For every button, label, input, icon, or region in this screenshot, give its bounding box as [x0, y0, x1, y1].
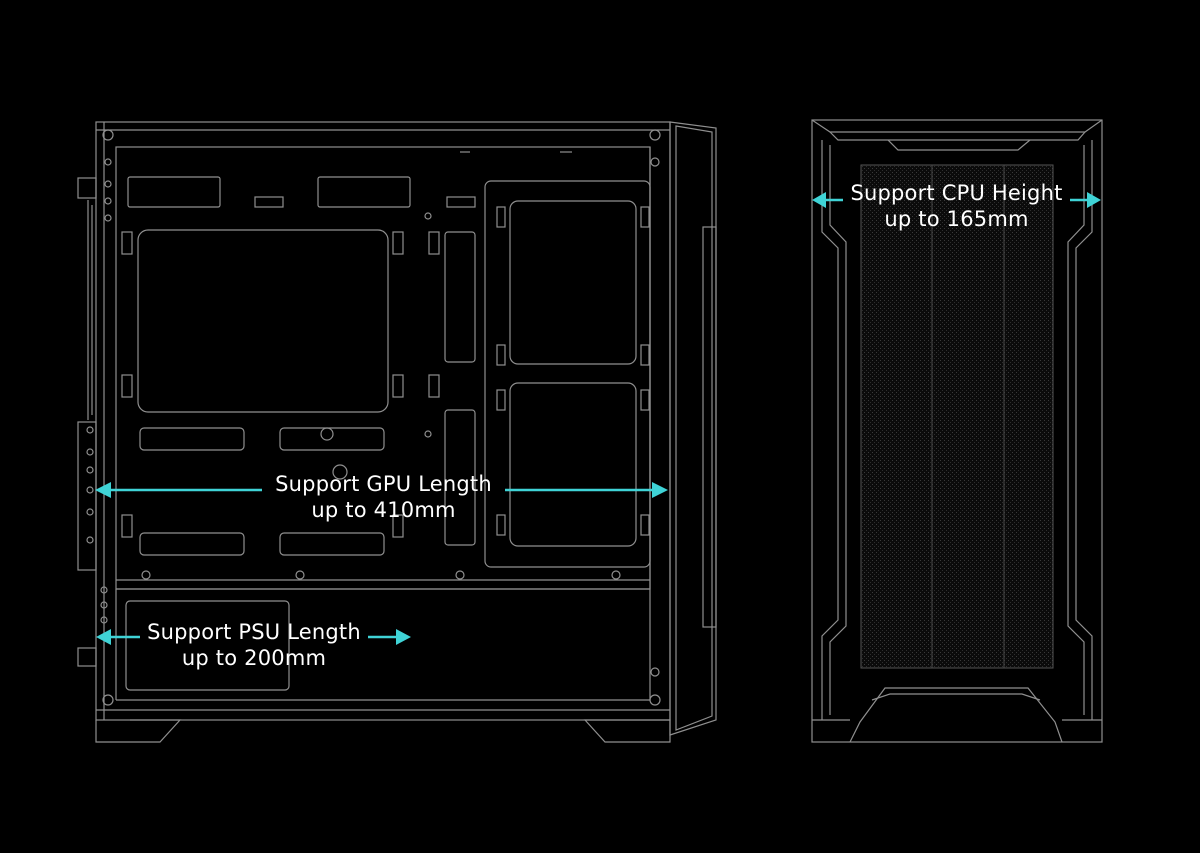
- cpu-height-title: Support CPU Height: [850, 181, 1063, 205]
- motherboard-cutout: [137, 229, 389, 413]
- gpu-length-arrow: [95, 482, 668, 498]
- gpu-length-title: Support GPU Length: [275, 472, 492, 496]
- psu-length-arrow: [96, 629, 411, 645]
- case-foot-rear: [95, 719, 182, 743]
- side-view: [77, 121, 717, 743]
- gpu-length-value: up to 410mm: [311, 498, 456, 522]
- front-view: [811, 119, 1103, 743]
- psu-length-value: up to 200mm: [181, 646, 327, 670]
- psu-length-label: Support PSU Length up to 200mm: [140, 619, 368, 671]
- front-mesh-panel: [860, 164, 1054, 669]
- front-panel-side: [669, 121, 717, 736]
- psu-length-title: Support PSU Length: [147, 620, 361, 644]
- psu-area: [125, 600, 290, 691]
- cpu-height-label: Support CPU Height up to 165mm: [843, 180, 1070, 232]
- front-panel-outline: [811, 119, 1103, 743]
- drive-cage: [484, 180, 651, 568]
- gpu-length-label: Support GPU Length up to 410mm: [262, 471, 505, 523]
- case-foot-front: [583, 719, 671, 743]
- cpu-height-value: up to 165mm: [884, 207, 1029, 231]
- cpu-height-arrow: [812, 192, 1101, 208]
